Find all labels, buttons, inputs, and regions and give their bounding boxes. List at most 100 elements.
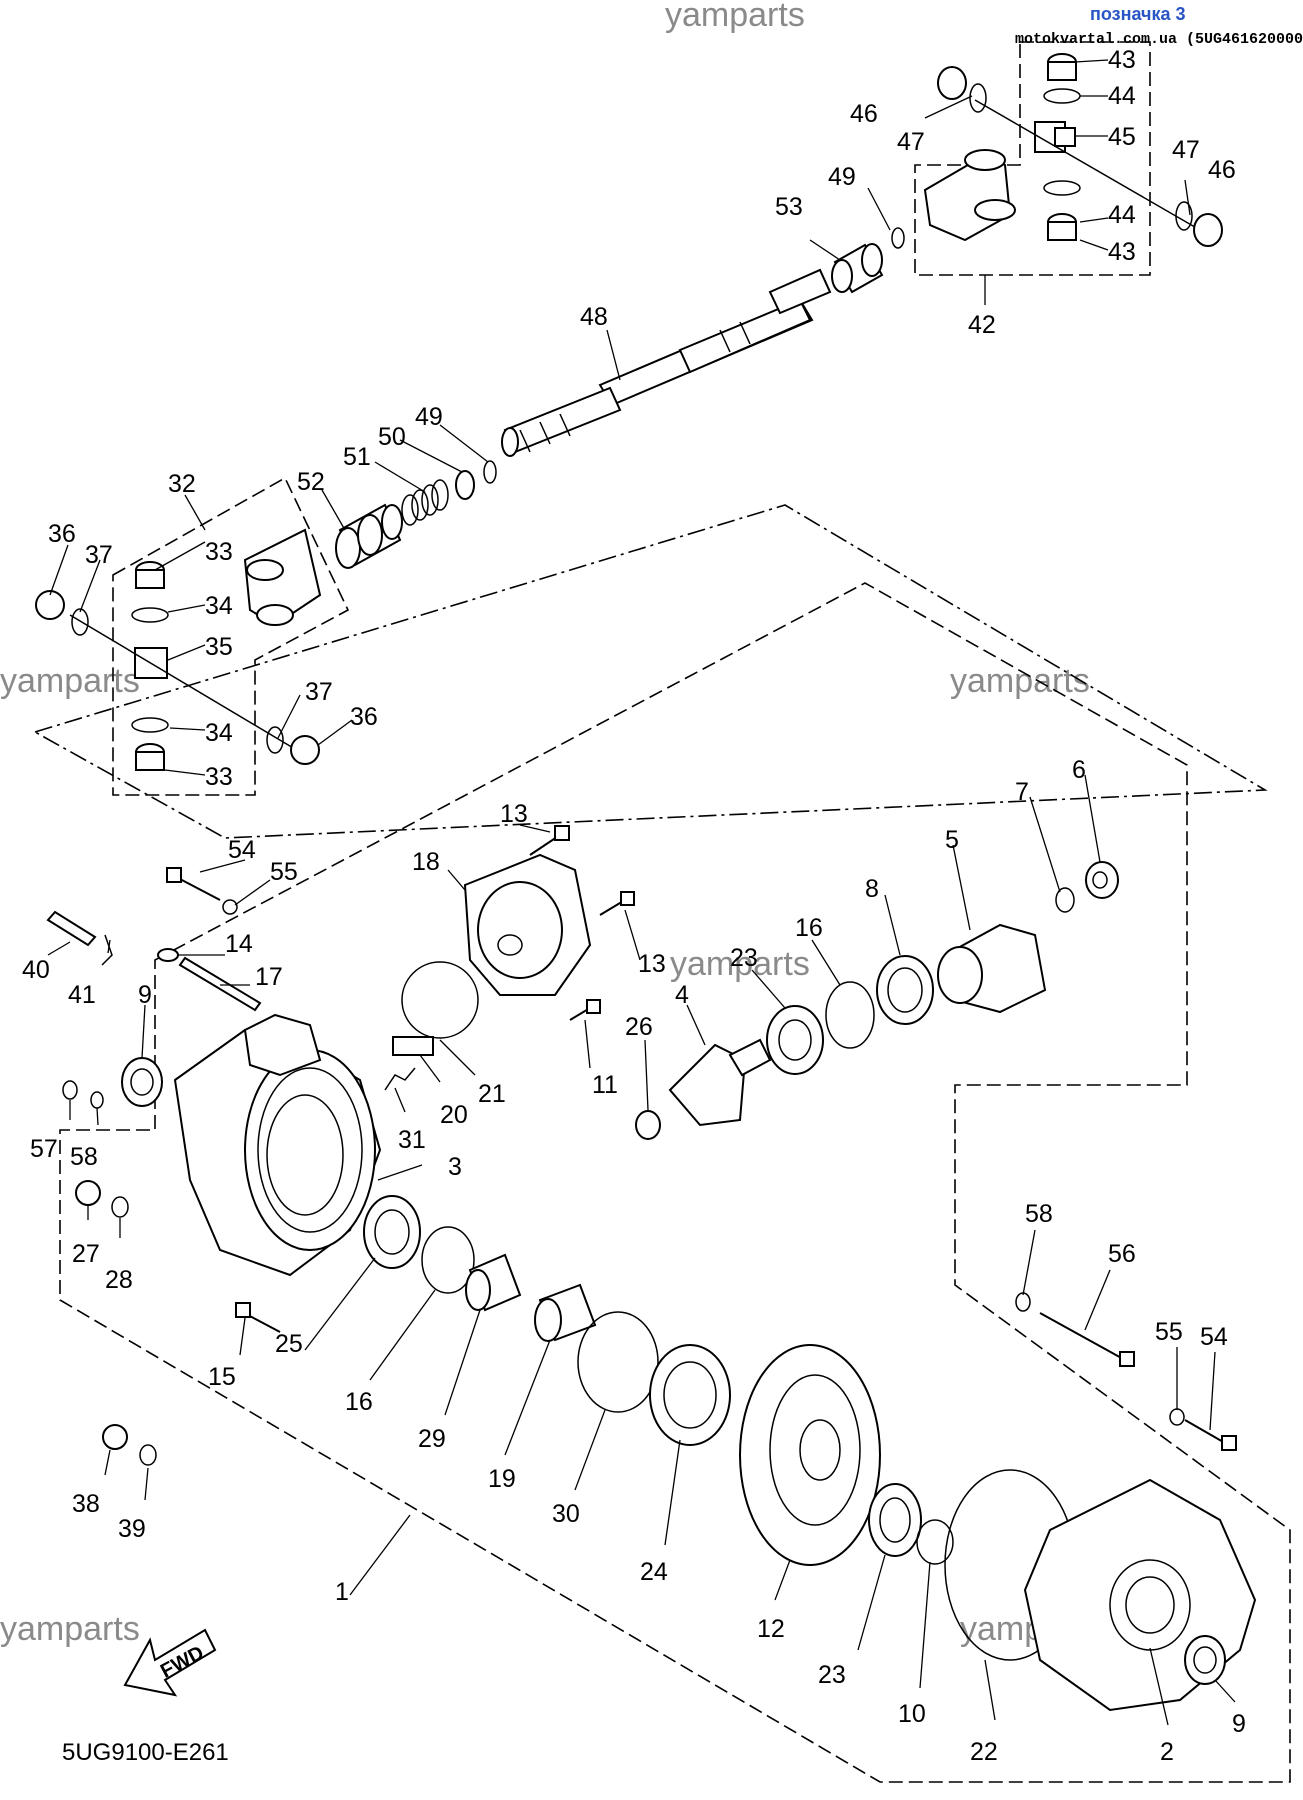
callout: 23 <box>818 1661 846 1689</box>
callout: 18 <box>412 848 440 876</box>
callout: 13 <box>638 950 666 978</box>
circlip-16 <box>421 1226 475 1294</box>
washer-39 <box>139 1444 157 1466</box>
watermark: yamparts <box>950 662 1090 700</box>
callout: 28 <box>105 1266 133 1294</box>
callout: 51 <box>343 443 371 471</box>
tag-label: позначка 3 <box>1090 4 1186 24</box>
callout: 33 <box>205 538 233 566</box>
callout: 8 <box>865 875 879 903</box>
callout: 27 <box>72 1240 100 1268</box>
callout: 42 <box>968 311 996 339</box>
washer-57 <box>62 1080 78 1100</box>
bolts-13 <box>529 825 635 1021</box>
bolt-54-right <box>1184 1419 1237 1451</box>
plug-38 <box>102 1424 128 1450</box>
bearing-25 <box>363 1195 421 1269</box>
washer-7 <box>1055 887 1075 913</box>
nut-6 <box>1085 861 1119 899</box>
callout: 35 <box>205 633 233 661</box>
callout: 11 <box>592 1071 618 1099</box>
boot-52 <box>335 503 403 569</box>
callout: 21 <box>478 1080 506 1108</box>
motor-housing-18 <box>463 853 592 996</box>
bushing-53 <box>831 243 884 294</box>
circlip-16-top <box>825 981 875 1049</box>
callout: 55 <box>270 858 298 886</box>
magnet-20 <box>392 1036 434 1056</box>
bearing-cups-right <box>937 53 1223 247</box>
callout: 56 <box>1108 1240 1136 1268</box>
bolt-54-top <box>166 867 221 901</box>
callout: 24 <box>640 1558 668 1586</box>
callout: 44 <box>1108 201 1136 229</box>
callout: 16 <box>345 1388 373 1416</box>
circlip-49 <box>483 460 497 484</box>
callout: 54 <box>1200 1323 1228 1351</box>
shim-30 <box>577 1311 659 1413</box>
clip-41 <box>101 934 113 966</box>
yoke-right <box>923 149 1016 242</box>
watermark: yamparts <box>0 662 140 700</box>
callout: 26 <box>625 1013 653 1041</box>
callout: 20 <box>440 1101 468 1129</box>
yoke-left <box>243 528 322 627</box>
drawing-code: 5UG9100-E261 <box>62 1739 229 1766</box>
watermark: yamparts <box>0 1610 140 1648</box>
callout: 5 <box>945 826 959 854</box>
callout: 52 <box>297 468 325 496</box>
bolt-15 <box>235 1302 281 1333</box>
callout: 46 <box>1208 156 1236 184</box>
callout: 16 <box>795 914 823 942</box>
callout: 54 <box>228 836 256 864</box>
callout: 43 <box>1108 46 1136 74</box>
spring-51 <box>401 479 449 526</box>
coupling-yoke-5 <box>937 923 1047 1014</box>
callout: 50 <box>378 423 406 451</box>
bearing-26 <box>635 1110 661 1140</box>
callout: 33 <box>205 763 233 791</box>
callout: 29 <box>418 1425 446 1453</box>
callout: 47 <box>897 128 925 156</box>
callout: 22 <box>970 1738 998 1766</box>
callout: 49 <box>415 403 443 431</box>
callout: 15 <box>208 1363 236 1391</box>
propeller-shaft <box>501 268 832 457</box>
callout: 17 <box>255 963 283 991</box>
pinion-gear-4 <box>668 1038 772 1127</box>
callout: 49 <box>828 163 856 191</box>
callout: 2 <box>1160 1738 1174 1766</box>
callout: 30 <box>552 1500 580 1528</box>
bearing-23-top <box>766 1005 824 1075</box>
callout: 38 <box>72 1490 100 1518</box>
callout: 25 <box>275 1330 303 1358</box>
callout: 4 <box>675 981 689 1009</box>
callout: 13 <box>500 800 528 828</box>
callout: 36 <box>350 703 378 731</box>
callout: 45 <box>1108 123 1136 151</box>
callout: 57 <box>30 1135 58 1163</box>
leader-lines <box>47 59 1236 1726</box>
callout: 39 <box>118 1515 146 1543</box>
callout: 40 <box>22 956 50 984</box>
callout: 36 <box>48 520 76 548</box>
callout: 12 <box>757 1615 785 1643</box>
callout: 32 <box>168 470 196 498</box>
callout: 10 <box>898 1700 926 1728</box>
callout: 48 <box>580 303 608 331</box>
callout: 47 <box>1172 136 1200 164</box>
callout: 6 <box>1072 756 1086 784</box>
callout: 37 <box>85 541 113 569</box>
callout: 1 <box>335 1578 349 1606</box>
callout: 3 <box>448 1153 462 1181</box>
callout: 55 <box>1155 1318 1183 1346</box>
callout: 34 <box>205 592 233 620</box>
spider-45 <box>974 99 1201 231</box>
callout: 23 <box>730 944 758 972</box>
bearing-24 <box>649 1344 731 1446</box>
callout: 41 <box>68 981 96 1009</box>
casing-3 <box>173 1013 382 1277</box>
roller-19 <box>534 1283 597 1342</box>
washer-55-top <box>222 899 238 915</box>
